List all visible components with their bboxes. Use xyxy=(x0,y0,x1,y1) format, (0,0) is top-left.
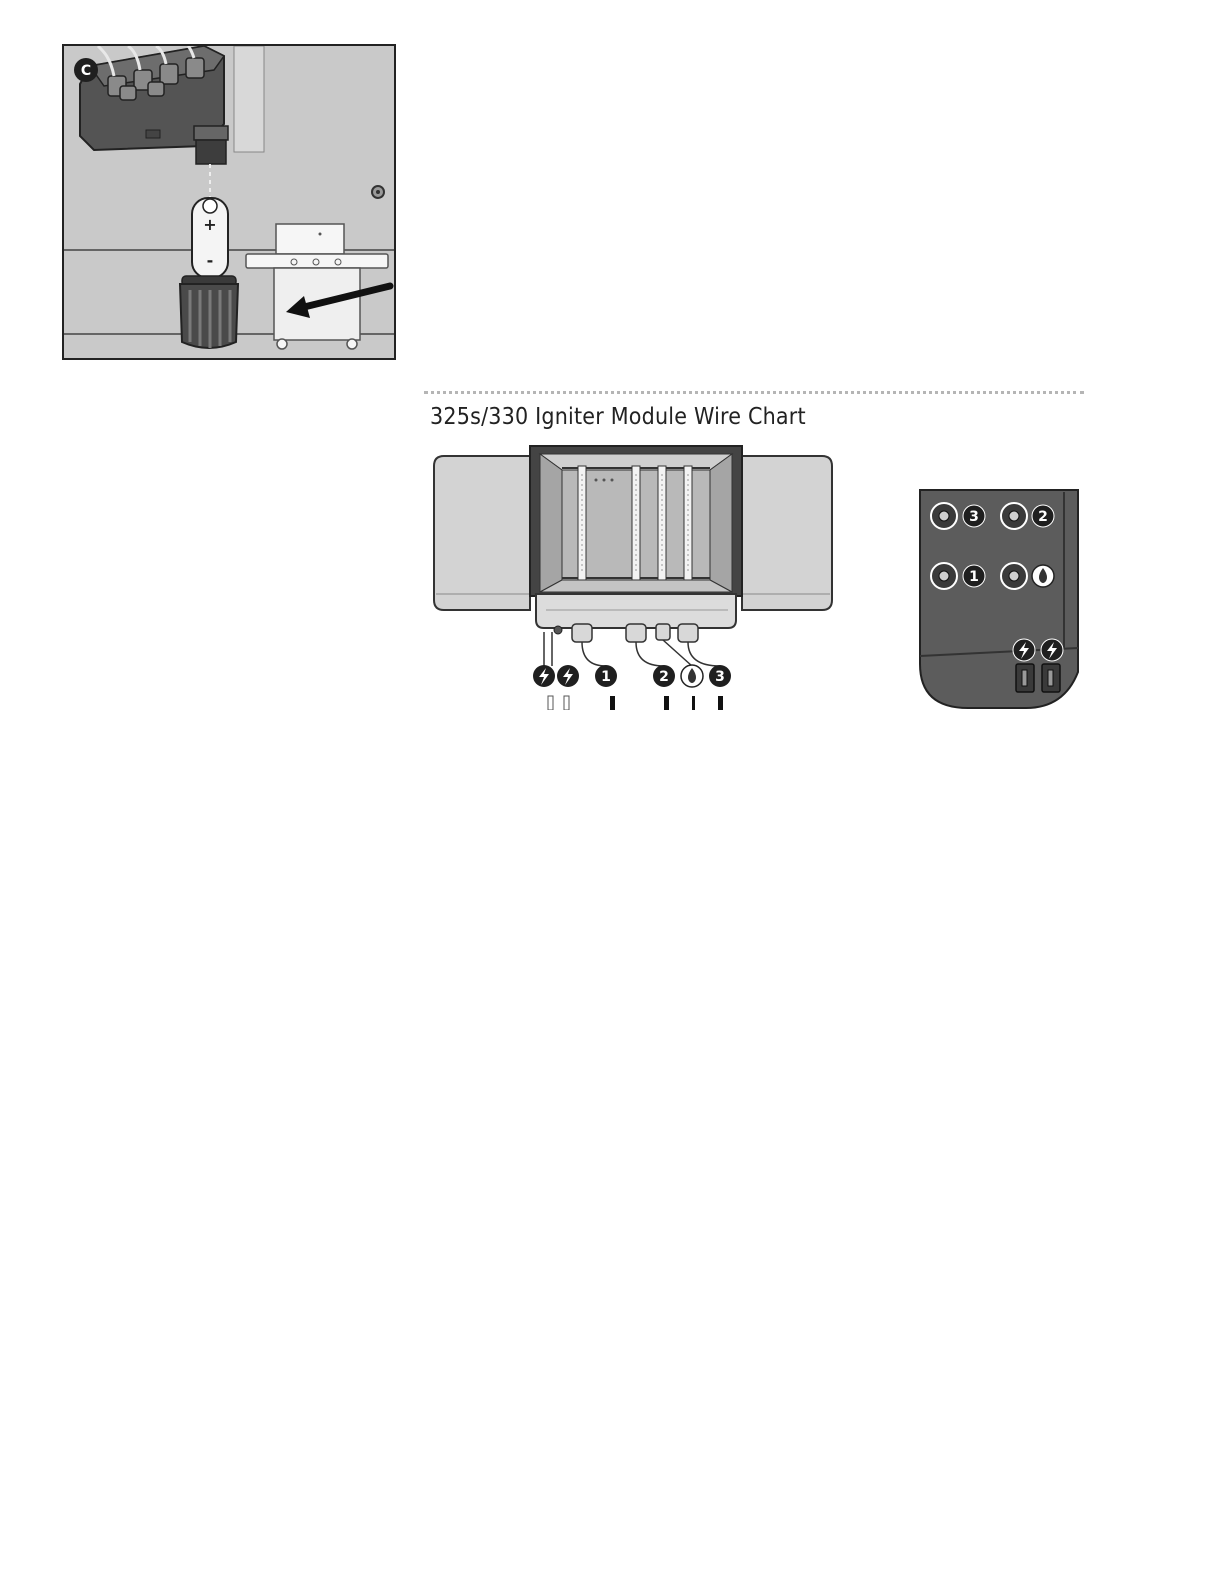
burner-wire-badge-1: 1 xyxy=(595,665,617,687)
burner-wire-label-3: 3 xyxy=(715,669,725,685)
grill-wiring-illustration: 1 2 3 xyxy=(432,444,836,710)
section-divider xyxy=(424,391,1084,394)
battery-plus-label: + xyxy=(203,215,216,234)
burner-wire-label-2: 2 xyxy=(659,669,669,685)
section-title: 325s/330 Igniter Module Wire Chart xyxy=(430,404,806,430)
terminal-label-1: 1 xyxy=(969,569,979,585)
igniter-module xyxy=(80,46,228,164)
burner-wire-badge-2: 2 xyxy=(653,665,675,687)
burner-wire-badge-3: 3 xyxy=(709,665,731,687)
burner-wire-label-1: 1 xyxy=(601,669,611,685)
control-panel xyxy=(536,594,736,628)
flame-wire-badge xyxy=(681,665,703,687)
step-badge: C xyxy=(74,58,98,82)
battery-minus-label: - xyxy=(207,251,214,270)
step-badge-label: C xyxy=(81,63,91,79)
battery-cap xyxy=(180,276,238,348)
terminal-label-2: 2 xyxy=(1038,509,1048,525)
igniter-button xyxy=(554,626,562,634)
wire-connectors xyxy=(548,696,723,710)
igniter-module-illustration: 3 2 1 xyxy=(916,488,1082,710)
battery: + - xyxy=(192,198,228,278)
terminal-label-3: 3 xyxy=(969,509,979,525)
control-knobs xyxy=(572,624,698,642)
battery-install-illustration: + - xyxy=(62,44,396,360)
ignition-wire-badges xyxy=(533,665,579,687)
